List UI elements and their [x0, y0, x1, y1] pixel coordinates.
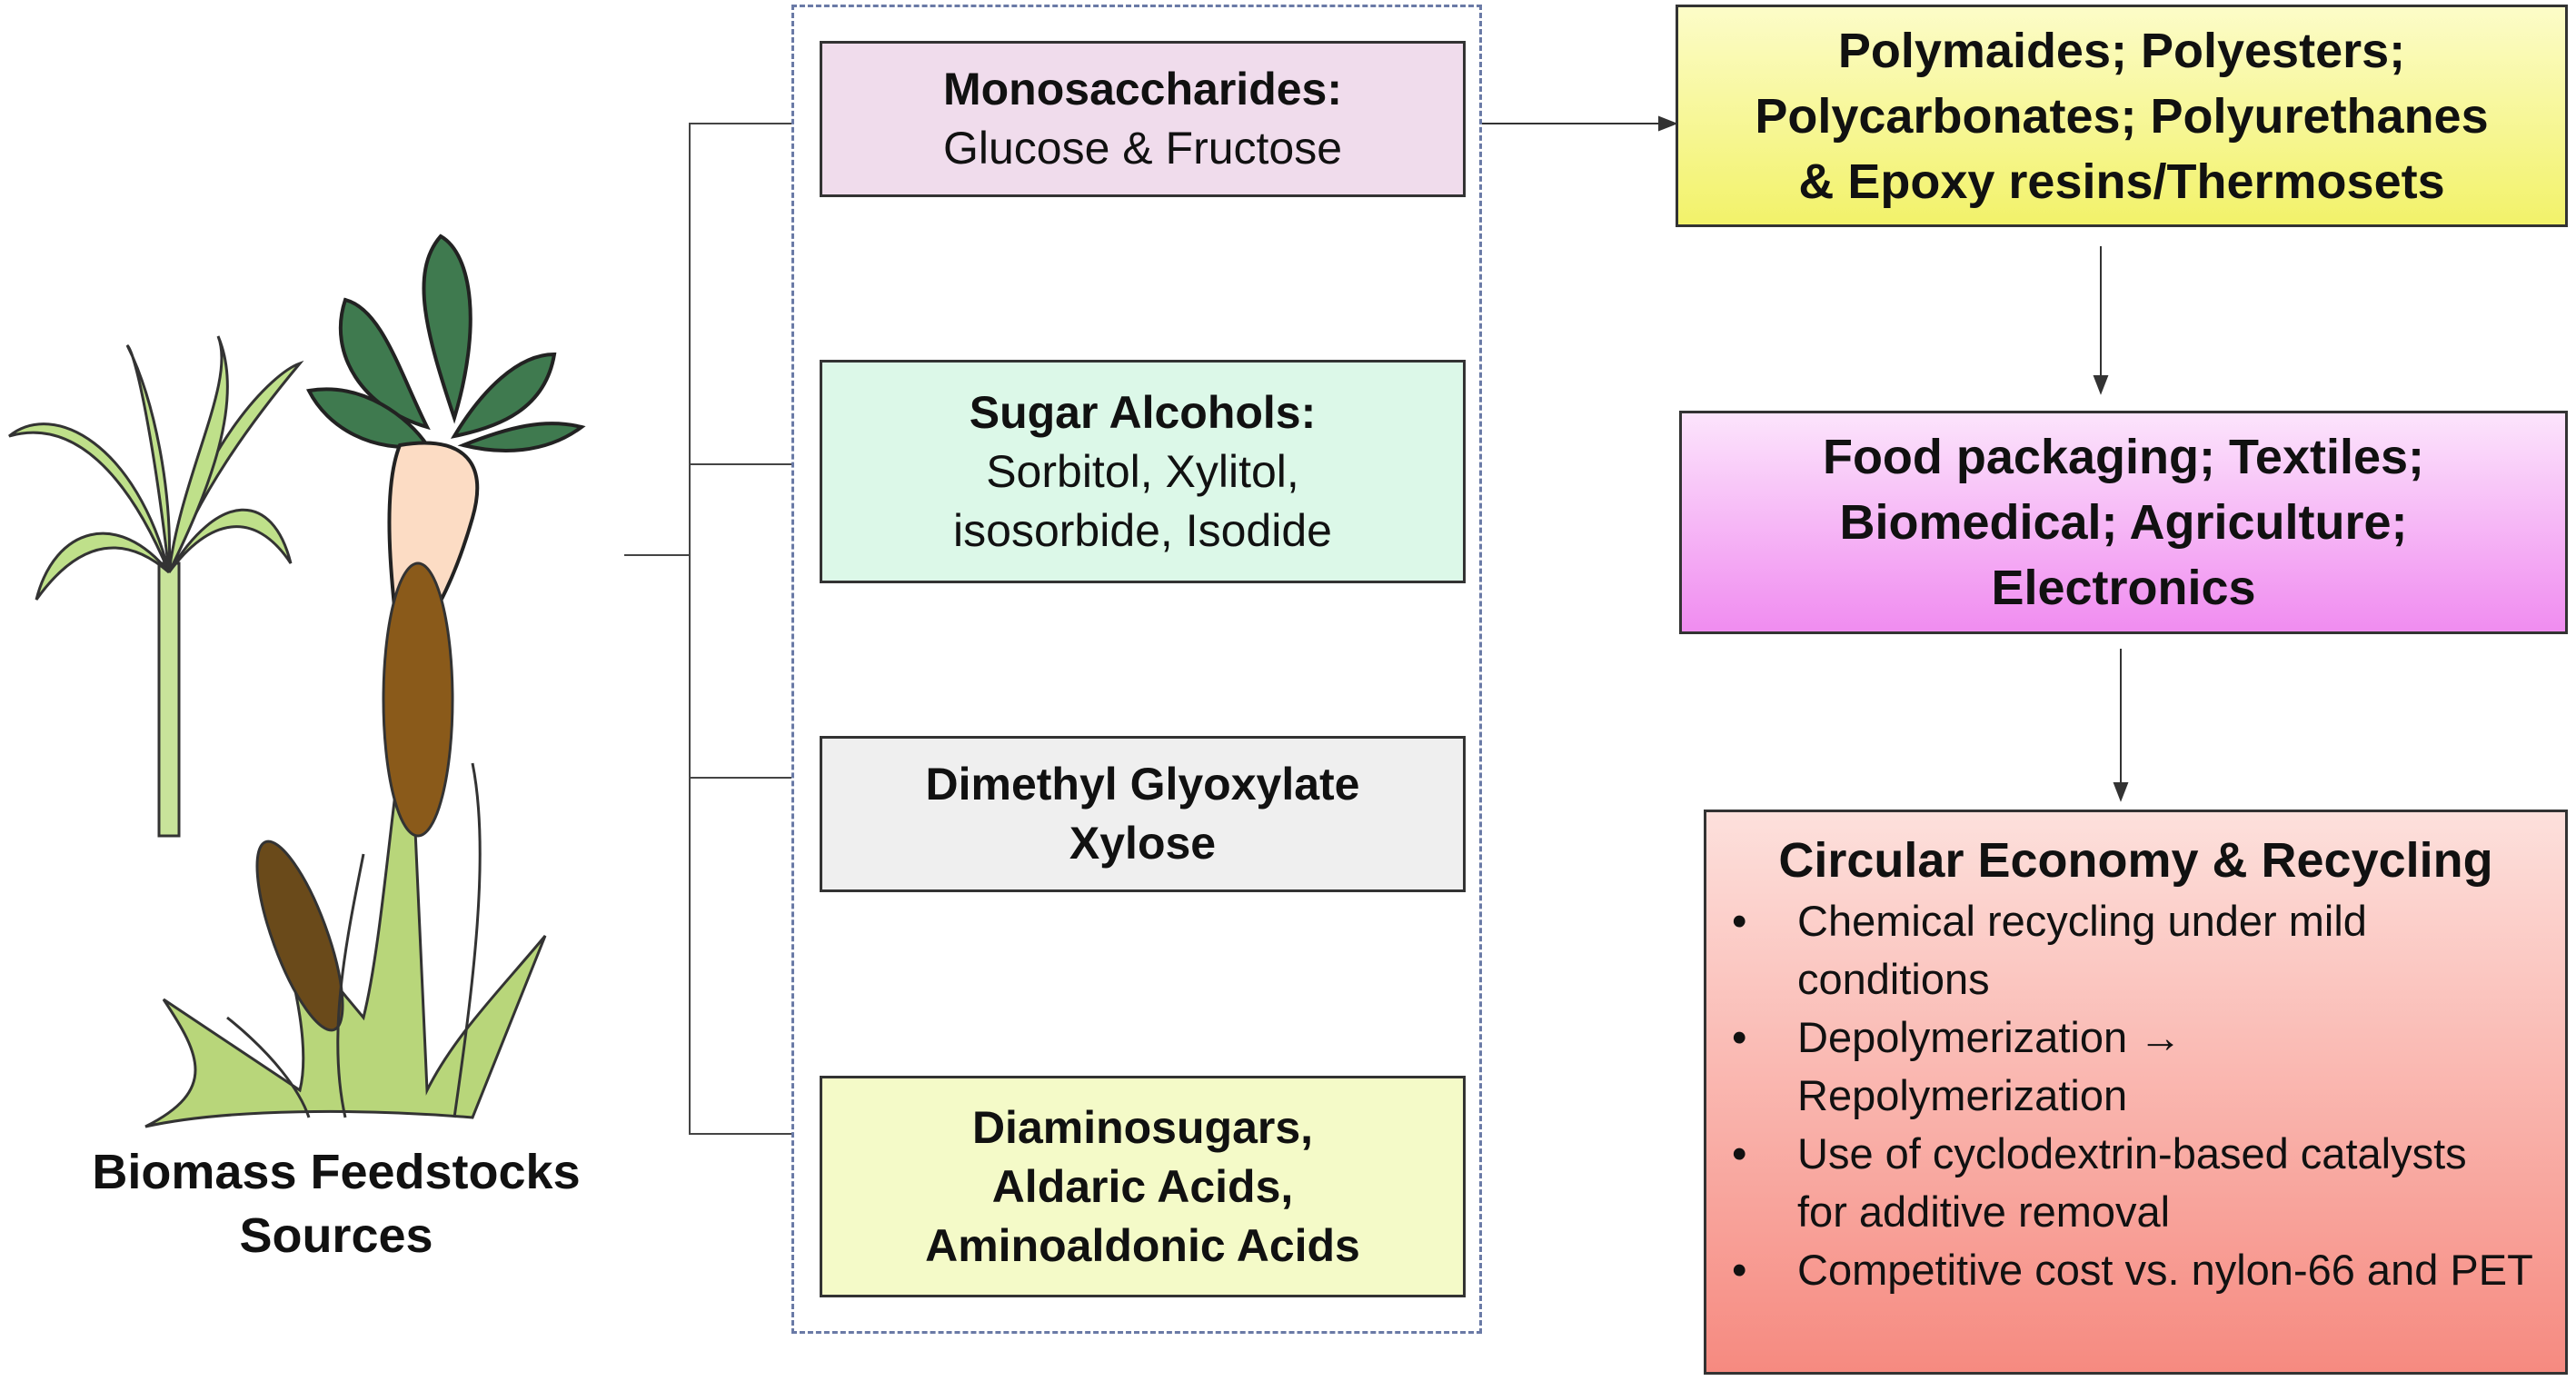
box-line: Polymaides; Polyesters; — [1837, 23, 2406, 78]
connector-branch-3 — [689, 777, 791, 779]
box-line: Food packaging; Textiles; — [1822, 430, 2425, 484]
bullet-item: Chemical recycling under mild conditions — [1725, 892, 2565, 1008]
circular-bullets: Chemical recycling under mild conditions… — [1706, 892, 2565, 1299]
source-label-line1: Biomass Feedstocks — [92, 1145, 581, 1199]
box-line: Electronics — [1991, 561, 2256, 615]
applications-box: Food packaging; Textiles; Biomedical; Ag… — [1679, 411, 2568, 634]
box-title: Dimethyl Glyoxylate — [925, 759, 1360, 810]
box-line: Glucose & Fructose — [942, 123, 1343, 174]
sugarcane-icon — [8, 335, 304, 838]
arrowhead-icon — [1658, 115, 1678, 132]
box-line: Polycarbonates; Polyurethanes — [1755, 88, 2489, 144]
box-line: Sorbitol, Xylitol, — [986, 445, 1299, 497]
plant-illustration — [8, 233, 586, 1128]
polymers-box: Polymaides; Polyesters; Polycarbonates; … — [1676, 5, 2568, 227]
sugar-alcohols-box: Sugar Alcohols: Sorbitol, Xylitol, isoso… — [820, 360, 1466, 583]
glyoxylate-box: Dimethyl Glyoxylate Xylose — [820, 736, 1466, 892]
sugar-beet-icon — [305, 233, 586, 658]
connector-source — [624, 554, 690, 556]
bullet-item: Competitive cost vs. nylon-66 and PET — [1725, 1241, 2565, 1299]
connector-branch-2 — [689, 463, 791, 465]
bullet-item: Use of cyclodextrin-based catalysts for … — [1725, 1125, 2565, 1241]
intermediates-group — [791, 5, 1482, 1334]
box-title: Diaminosugars, — [971, 1101, 1314, 1153]
connector-branch-1 — [689, 123, 791, 124]
source-label: Biomass Feedstocks Sources — [18, 1140, 654, 1267]
box-line: isosorbide, Isodide — [953, 504, 1332, 556]
source-label-line2: Sources — [239, 1208, 433, 1263]
diaminosugars-box: Diaminosugars, Aldaric Acids, Aminoaldon… — [820, 1076, 1466, 1297]
arrowhead-icon — [2113, 782, 2129, 802]
box-line: Aminoaldonic Acids — [925, 1219, 1360, 1271]
monosaccharides-box: Monosaccharides: Glucose & Fructose — [820, 41, 1466, 197]
box-line: Biomedical; Agriculture; — [1839, 495, 2408, 550]
circular-economy-box: Circular Economy & Recycling Chemical re… — [1704, 810, 2568, 1375]
connector-vertical — [689, 124, 691, 1134]
corn-icon — [144, 561, 547, 1128]
box-title: Monosaccharides: — [942, 64, 1342, 114]
arrowhead-icon — [2093, 375, 2109, 395]
box-line: & Epoxy resins/Thermosets — [1798, 154, 2445, 209]
box-line: Aldaric Acids, — [991, 1160, 1294, 1212]
box-title: Sugar Alcohols: — [969, 386, 1317, 438]
circular-title: Circular Economy & Recycling — [1778, 833, 2493, 888]
bullet-item: Depolymerization → Repolymerization — [1725, 1008, 2565, 1125]
connector-branch-4 — [689, 1133, 791, 1135]
box-line: Xylose — [1069, 818, 1217, 869]
